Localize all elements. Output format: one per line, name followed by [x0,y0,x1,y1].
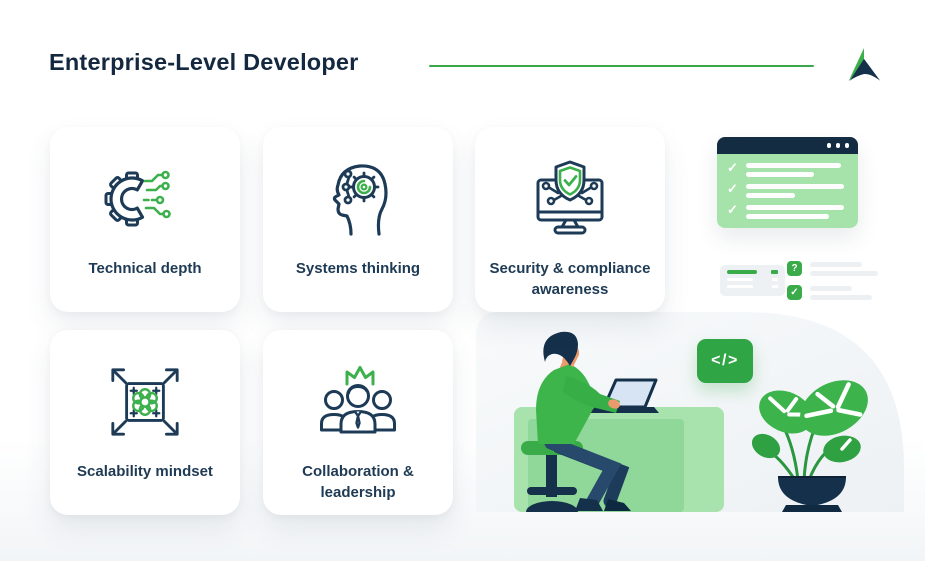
card-label: Collaboration & leadership [302,463,414,501]
mini-bar [727,284,753,288]
accent-line [429,65,814,67]
list-bar [810,295,872,300]
plant [751,380,868,512]
card-label: Security & compliance awareness [489,260,651,298]
list-bar [745,163,841,168]
question-badge-icon: ? [787,261,802,276]
card-systems-thinking: Systems thinking [263,127,453,312]
help-item-answer: ✓ [787,285,872,300]
mini-square [772,277,778,281]
list-bar [745,172,814,177]
card-technical-depth: Technical depth [50,127,240,312]
mini-report-card [720,265,785,296]
window-dot [844,143,849,148]
list-bar [810,286,852,291]
card-label: Technical depth [88,260,202,277]
mini-square [771,270,778,274]
page-title: Enterprise-Level Developer [49,49,359,75]
expand-arrows-icon [98,352,192,452]
card-label: Systems thinking [295,260,421,277]
mini-bar [727,277,753,281]
check-badge-icon: ✓ [787,285,802,300]
brand-logo-icon [846,46,882,91]
check-icon: ✓ [727,202,738,217]
checklist-row: ✓ [727,202,848,219]
developer-illustration [476,312,904,512]
developer [536,331,631,511]
check-icon: ✓ [727,160,738,175]
gear-circuit-icon [98,149,192,249]
checklist-window: ✓ ✓ ✓ [717,137,858,228]
monitor-shield-icon [523,149,617,249]
code-icon: </> [711,352,739,369]
list-bar [745,184,844,189]
check-icon: ✓ [727,181,738,196]
code-badge: </> [697,339,753,383]
team-crown-icon [311,352,405,452]
mini-bar [727,270,757,274]
card-label: Scalability mindset [77,463,213,480]
checklist-row: ✓ [727,160,848,177]
head-gear-icon [311,149,405,249]
list-bar [745,193,795,198]
list-bar [745,205,844,210]
window-body: ✓ ✓ ✓ [717,154,858,228]
list-bar [810,262,862,267]
card-security-compliance: Security & compliance awareness [475,127,665,312]
window-dot [826,143,831,148]
card-collaboration-leadership: Collaboration & leadership [263,330,453,515]
card-scalability-mindset: Scalability mindset [50,330,240,515]
window-titlebar [717,137,858,154]
checklist-row: ✓ [727,181,848,198]
window-dot [835,143,840,148]
list-bar [810,271,878,276]
mini-square [772,284,778,288]
list-bar [745,214,829,219]
help-item-question: ? [787,261,878,276]
